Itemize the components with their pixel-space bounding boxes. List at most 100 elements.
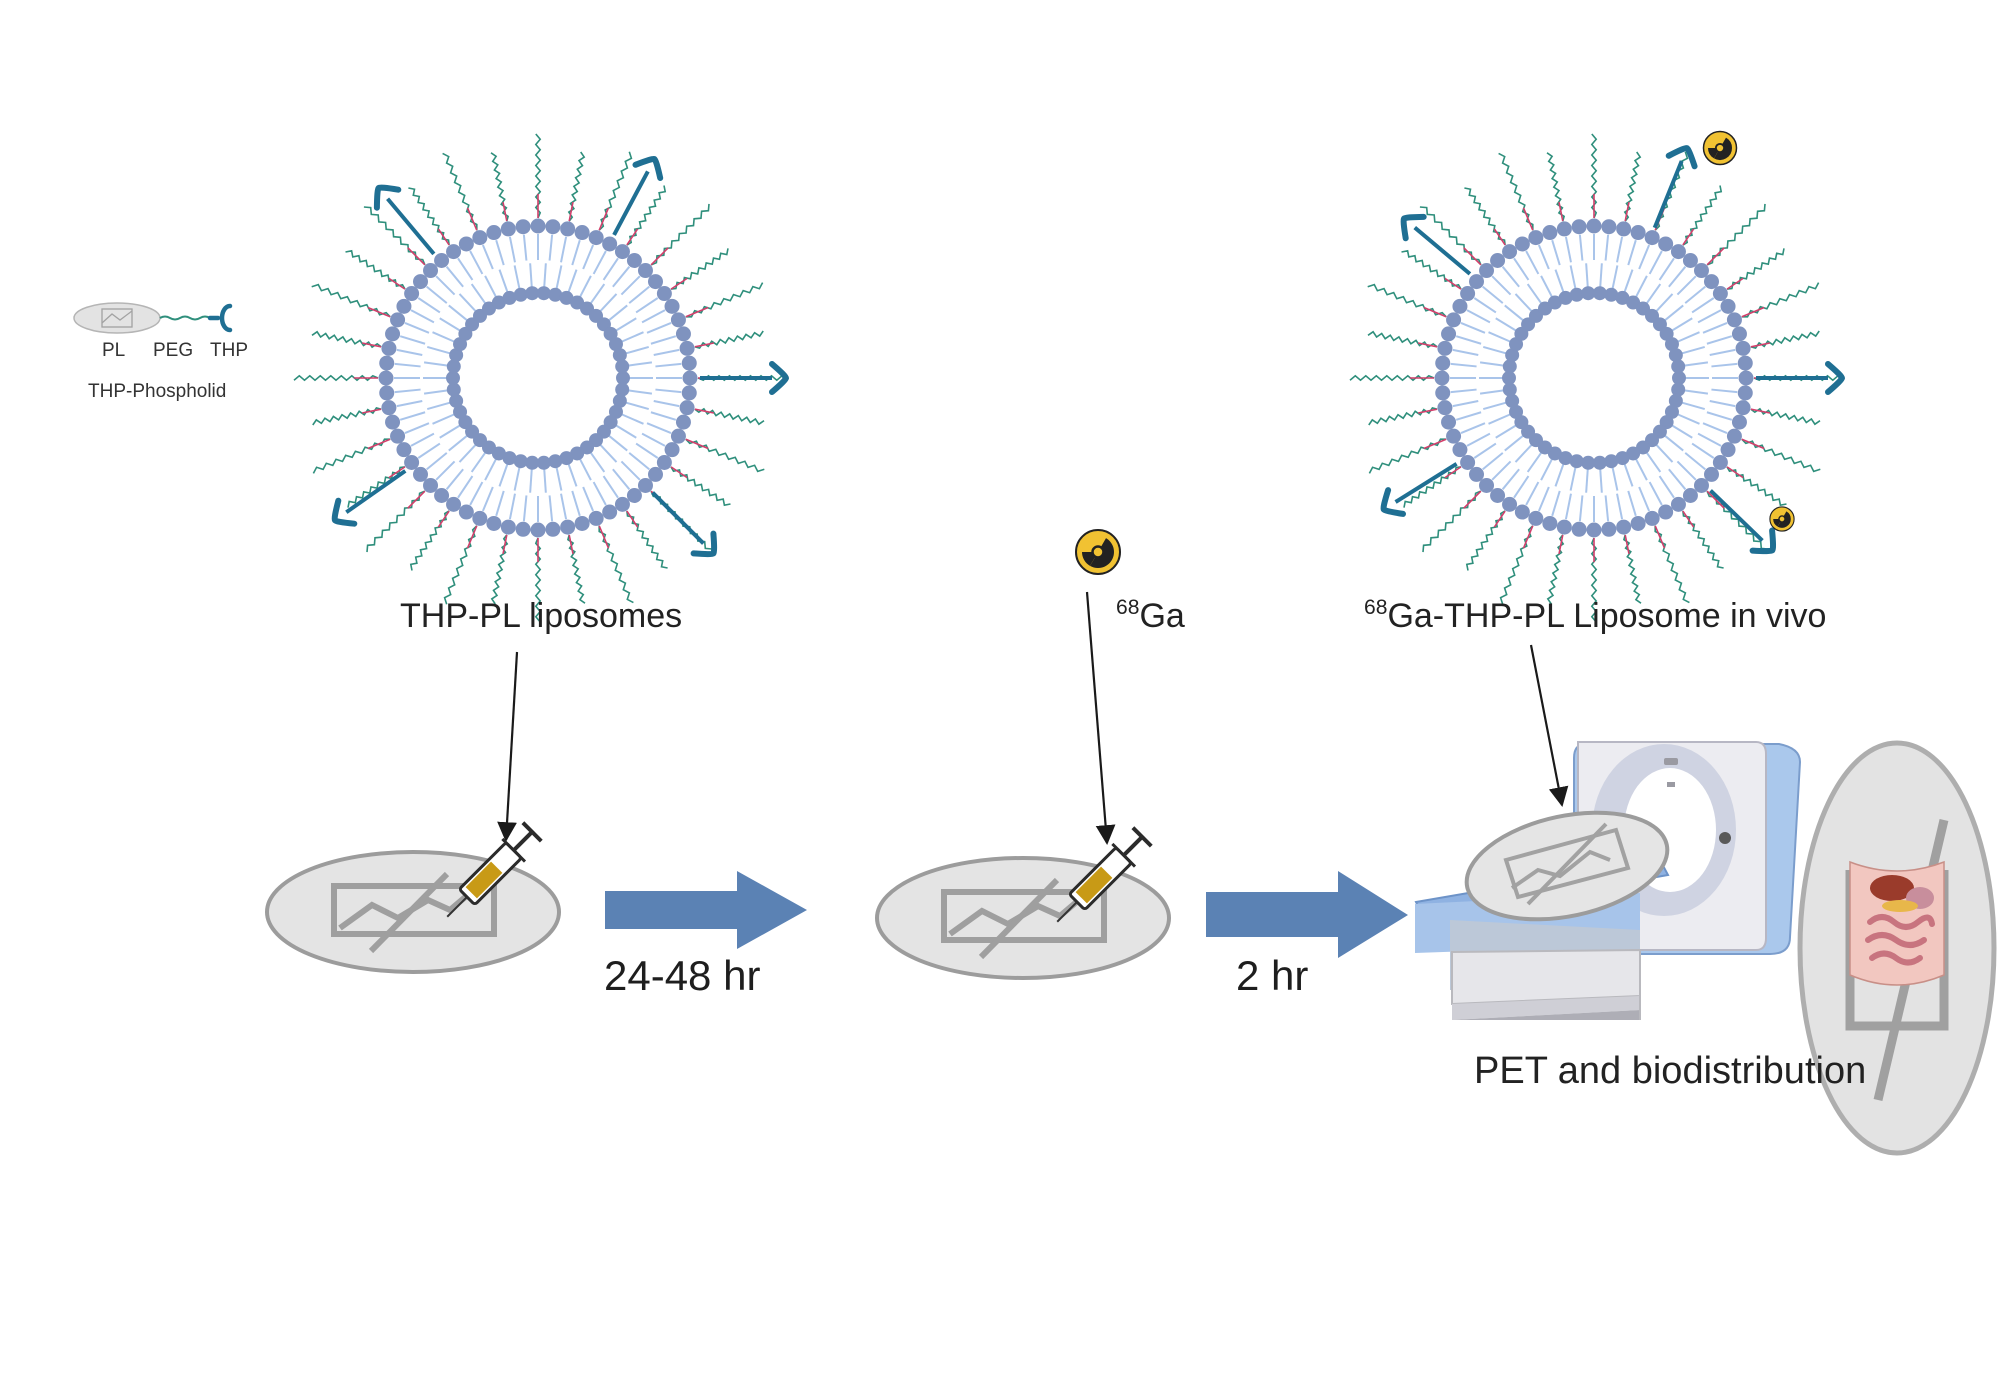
lipid-head	[1668, 348, 1683, 363]
lipid-head	[1586, 218, 1602, 234]
lipid-tail	[602, 257, 619, 281]
lipid-head	[1569, 454, 1584, 469]
peg-linker	[1682, 510, 1695, 528]
phospholipid-glyph-icon	[101, 308, 133, 328]
peg-linker	[1750, 408, 1771, 414]
lipid-head	[681, 385, 697, 401]
lipid-tail	[1501, 266, 1520, 288]
lipid-tail	[1569, 265, 1577, 290]
lipid-head	[675, 326, 691, 342]
process-arrow-2	[1206, 871, 1408, 958]
lipid-head	[1672, 371, 1686, 385]
lipid-head	[379, 355, 395, 371]
lipid-head	[588, 510, 604, 526]
lipid-tail	[592, 250, 607, 275]
lipid-tail	[1554, 269, 1565, 293]
peg-linker	[1682, 228, 1695, 246]
lipid-tail	[1460, 422, 1486, 435]
lipid-tail	[439, 317, 461, 332]
lipid-tail	[1473, 442, 1497, 459]
liver-icon	[1870, 875, 1914, 901]
lipid-tail	[448, 304, 469, 322]
lipid-head	[530, 218, 546, 234]
lipid-head	[446, 244, 462, 260]
peg-linker	[1558, 201, 1564, 222]
process-time-label-2: 2 hr	[1236, 952, 1309, 999]
mouse-placeholder-on-scanner	[1464, 810, 1670, 922]
lipid-head	[413, 274, 429, 290]
lipid-tail	[432, 413, 455, 425]
lipid-tail	[625, 401, 650, 410]
lipid-tail	[432, 331, 455, 343]
lipid-tail	[396, 400, 423, 408]
lipid-tail	[1681, 401, 1706, 410]
lipid-tail	[495, 490, 505, 517]
lipid-tail	[1551, 239, 1561, 266]
lipid-head	[1460, 286, 1476, 302]
thp-stem	[345, 469, 407, 514]
lipid-head	[1664, 404, 1679, 419]
thp-stem	[1652, 160, 1684, 229]
lipid-head	[616, 371, 630, 385]
lipid-head	[1592, 455, 1607, 470]
lipid-tail	[1452, 400, 1479, 408]
lipid-head	[404, 286, 420, 302]
lipid-tail	[1466, 309, 1491, 324]
lipid-tail	[1706, 411, 1733, 421]
lipid-head	[1479, 263, 1495, 279]
lipid-tail	[571, 490, 581, 517]
peg-linker	[466, 525, 478, 549]
lipid-tail	[1684, 389, 1709, 395]
lipid-head	[1502, 382, 1517, 397]
peg-linker	[1463, 490, 1482, 509]
lipid-head	[502, 451, 517, 466]
lipid-tail	[1504, 304, 1525, 322]
thp-chelator-icon	[207, 303, 233, 333]
lipid-head	[1731, 414, 1747, 430]
lipid-tail	[1634, 458, 1648, 481]
peg-chain-icon	[159, 315, 211, 321]
lipid-head	[548, 287, 563, 302]
lipid-head	[449, 393, 464, 408]
lipid-head	[453, 337, 468, 352]
lipid-tail	[628, 285, 650, 304]
lipid-tail	[404, 422, 430, 435]
lipid-head	[1703, 274, 1719, 290]
lipid-head	[1505, 393, 1520, 408]
legend-thp-label: THP	[210, 340, 248, 361]
thp-chelator-icon	[769, 361, 790, 395]
lipid-head	[1502, 244, 1518, 260]
lipid-head	[458, 415, 473, 430]
peg-linker	[1624, 534, 1630, 555]
peg-linker	[1423, 306, 1447, 318]
lipid-head	[385, 326, 401, 342]
peg-linker	[1522, 525, 1534, 549]
lipid-head	[545, 219, 561, 235]
peg-linker	[626, 510, 639, 528]
lipid-head	[1514, 236, 1530, 252]
lipid-head	[570, 446, 585, 461]
lipid-tail	[1482, 285, 1504, 304]
lipid-head	[1712, 286, 1728, 302]
lipid-head	[614, 496, 630, 512]
lipid-tail	[1585, 468, 1589, 493]
lipid-head	[612, 393, 627, 408]
lipid-head	[486, 225, 502, 241]
lipid-tail	[615, 317, 637, 332]
thp-chelator-icon	[1400, 213, 1427, 242]
thp-chelator-icon	[1825, 361, 1846, 395]
lipid-tail	[653, 400, 680, 408]
lipid-tail	[396, 348, 423, 356]
lipid-tail	[1537, 244, 1550, 270]
lipid-tail	[1540, 458, 1554, 481]
peg-linker	[650, 247, 669, 266]
lipid-tail	[1501, 468, 1520, 490]
lipid-head	[446, 496, 462, 512]
peg-linker	[388, 277, 406, 290]
peg-linker	[1726, 466, 1744, 479]
lipid-tail	[543, 468, 547, 493]
lipid-head	[536, 286, 551, 301]
lipid-head	[1502, 371, 1516, 385]
lipid-head	[1659, 326, 1674, 341]
